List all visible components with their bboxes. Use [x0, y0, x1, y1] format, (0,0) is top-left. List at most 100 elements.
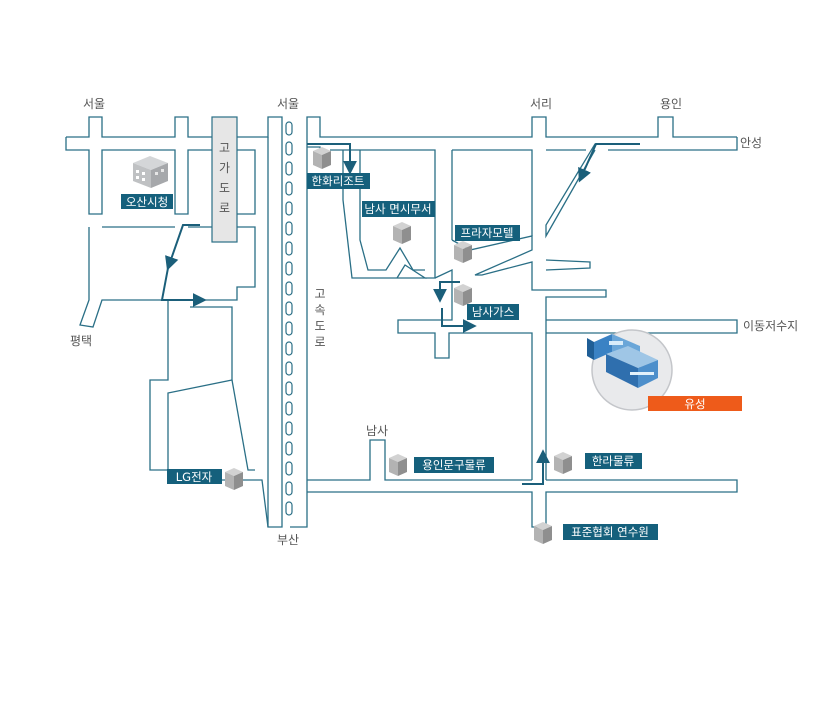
expressway-lane-mark — [285, 301, 293, 316]
expressway-lane-mark — [285, 381, 293, 396]
standards-institute-building-icon — [534, 522, 552, 544]
expressway-char-3: 도 — [314, 319, 325, 333]
road-main-vertical — [267, 137, 283, 528]
label-lg-electronics-text: LG전자 — [176, 470, 213, 484]
expressway-lane-mark — [285, 221, 293, 236]
road-expressway-south — [255, 479, 269, 528]
road-second-row-d — [190, 226, 256, 301]
road-block-left-lower — [149, 300, 255, 481]
direction-labels: 서울 서울 서리 용인 안성 평택 이동저수지 부산 남사 — [70, 97, 798, 547]
place-labels: 오산시청 한화리조트 남사 면시무서 프라자모텔 남사가스 용인문구물류 한라물… — [121, 173, 658, 540]
road-network — [65, 116, 738, 528]
route-arrows — [160, 143, 640, 485]
overpass-char-3: 도 — [219, 181, 230, 195]
destination-building-icon — [587, 334, 658, 388]
expressway-char-4: 로 — [314, 335, 325, 349]
label-yongin-logistics-text: 용인문구물류 — [422, 458, 485, 472]
yongin-logistics-building-icon — [389, 454, 407, 476]
lg-electronics-building-icon — [225, 468, 243, 490]
destination-yuseong[interactable]: 유성 — [587, 329, 742, 411]
road-block-left-lower3 — [231, 379, 255, 471]
expressway-lane-mark — [285, 441, 293, 456]
label-namsa-gas[interactable]: 남사가스 — [467, 304, 519, 320]
expressway-lane-mark — [285, 341, 293, 356]
praza-motel-building-icon — [454, 241, 472, 263]
road-anseong-diagonal2 — [545, 259, 591, 271]
label-hanwha-resort[interactable]: 한화리조트 — [307, 173, 370, 189]
expressway-lane-mark — [285, 181, 293, 196]
route-arrow-hanwha — [307, 143, 357, 175]
expressway-label: 고 속 도 로 — [314, 287, 325, 349]
label-standards-institute[interactable]: 표준협회 연수원 — [563, 524, 658, 540]
label-praza-motel[interactable]: 프라자모텔 — [455, 225, 520, 241]
road-top-lower-mid — [237, 149, 256, 215]
road-center-a — [342, 150, 428, 279]
direction-seoul-left: 서울 — [83, 97, 105, 111]
label-praza-motel-text: 프라자모텔 — [461, 226, 514, 240]
overpass-box — [211, 116, 238, 243]
expressway-lane-mark — [285, 241, 293, 256]
direction-seoul-mid: 서울 — [277, 97, 299, 111]
direction-namsa: 남사 — [366, 424, 388, 438]
road-top-upper-east — [306, 116, 737, 138]
label-namsa-office[interactable]: 남사 면시무서 — [362, 201, 435, 217]
expressway-char-1: 고 — [314, 287, 325, 301]
road-block-left-lower2 — [167, 306, 233, 470]
route-arrow-left-east — [160, 267, 207, 307]
expressway-char-2: 속 — [314, 303, 325, 317]
direction-yongin: 용인 — [660, 97, 682, 111]
overpass-char-1: 고 — [219, 141, 230, 155]
label-halla-logistics-text: 한라물류 — [592, 454, 634, 468]
namsa-gas-building-icon — [454, 284, 472, 306]
road-bottom — [307, 439, 532, 481]
road-top-upper-right — [237, 116, 283, 138]
building-icons — [225, 147, 572, 544]
road-second-row — [79, 227, 170, 328]
label-namsa-office-text: 남사 면시무서 — [364, 202, 431, 216]
overpass-char-4: 로 — [219, 201, 230, 215]
label-lg-electronics[interactable]: LG전자 — [167, 469, 222, 484]
expressway-lane-mark — [285, 161, 293, 176]
expressway-right-edge — [290, 137, 308, 528]
road-bottom-east — [307, 479, 738, 528]
road-top-lower — [65, 137, 212, 215]
expressway-lane-mark — [285, 501, 293, 516]
namsa-office-building-icon — [393, 222, 411, 244]
road-center-d — [397, 268, 533, 480]
label-osan-city-hall[interactable]: 오산시청 — [121, 194, 173, 209]
road-east-top3 — [608, 137, 738, 151]
label-yongin-logistics[interactable]: 용인문구물류 — [414, 457, 494, 473]
expressway-lane-mark — [285, 361, 293, 376]
destination-label: 유성 — [684, 397, 705, 411]
direction-seori: 서리 — [530, 97, 552, 111]
hanwha-resort-building-icon — [313, 147, 331, 169]
direction-idong: 이동저수지 — [743, 319, 798, 333]
expressway-lane-mark — [285, 121, 293, 136]
city-hall-icon — [133, 156, 168, 188]
destination-label-box — [648, 396, 742, 411]
expressway-lane-mark — [285, 481, 293, 496]
label-standards-institute-text: 표준협회 연수원 — [571, 525, 649, 539]
direction-busan: 부산 — [277, 533, 299, 547]
expressway-lane-mark — [285, 141, 293, 156]
overpass-label: 고 가 도 로 — [219, 141, 230, 215]
road-center-b — [359, 150, 425, 271]
expressway-lane-mark — [285, 421, 293, 436]
route-arrow-anseong — [578, 143, 640, 183]
route-arrow-halla — [522, 449, 550, 485]
expressway-lane-mark — [285, 281, 293, 296]
road-anseong-diagonal — [545, 143, 640, 239]
label-hanwha-resort-text: 한화리조트 — [312, 174, 365, 188]
route-arrow-gas-east — [441, 308, 477, 333]
road-top-upper — [66, 116, 212, 138]
expressway-lane-mark — [285, 401, 293, 416]
expressway-lane-mark — [285, 261, 293, 276]
halla-logistics-building-icon — [554, 452, 572, 474]
expressway-lane-mark — [285, 321, 293, 336]
route-arrow-left — [165, 224, 200, 271]
expressway-lane-mark — [285, 201, 293, 216]
direction-anseong: 안성 — [740, 136, 762, 150]
route-arrow-gas-down — [433, 281, 460, 303]
label-halla-logistics[interactable]: 한라물류 — [585, 453, 642, 469]
